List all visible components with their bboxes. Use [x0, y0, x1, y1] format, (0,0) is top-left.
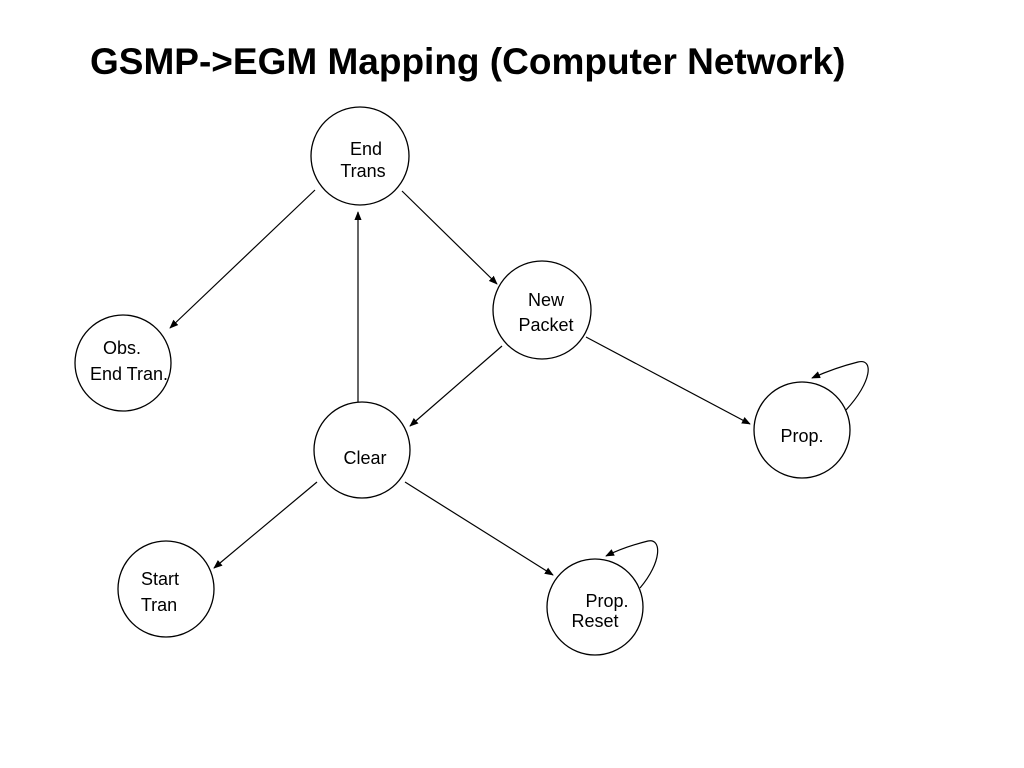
node-clear-line1: Clear	[343, 448, 386, 468]
node-clear: Clear	[313, 401, 411, 499]
node-end-trans-line1: End	[350, 139, 382, 159]
node-new-packet: New Packet	[492, 260, 592, 360]
edge-end-trans-to-obs-end-tran	[169, 189, 316, 329]
edge-new-packet-to-clear	[409, 345, 503, 427]
node-prop-line1: Prop.	[780, 426, 823, 446]
node-obs-end-tran-line1: Obs.	[103, 338, 141, 358]
slide-title: GSMP->EGM Mapping (Computer Network)	[90, 41, 846, 82]
node-prop: Prop.	[753, 381, 851, 479]
edge-end-trans-to-new-packet	[401, 190, 498, 285]
node-new-packet-line1: New	[528, 290, 565, 310]
node-start-tran-line1: Start	[141, 569, 179, 589]
node-prop-reset-line2: Reset	[571, 611, 618, 631]
self-loop-prop-reset	[605, 540, 659, 589]
node-new-packet-line2: Packet	[518, 315, 573, 335]
edge-new-packet-to-prop	[585, 336, 751, 425]
node-start-tran-line2: Tran	[141, 595, 177, 615]
node-start-tran: Start Tran	[117, 540, 215, 638]
node-prop-reset-line1: Prop.	[585, 591, 628, 611]
node-obs-end-tran: Obs. End Tran.	[74, 314, 172, 412]
node-end-trans-line2: Trans	[340, 161, 385, 181]
self-loop-prop	[811, 361, 869, 411]
node-end-trans: End Trans	[310, 106, 410, 206]
edge-clear-to-start-tran	[213, 481, 318, 569]
edge-clear-to-prop-reset	[404, 481, 554, 576]
node-obs-end-tran-line2: End Tran.	[90, 364, 168, 384]
node-prop-reset: Prop. Reset	[546, 558, 644, 656]
